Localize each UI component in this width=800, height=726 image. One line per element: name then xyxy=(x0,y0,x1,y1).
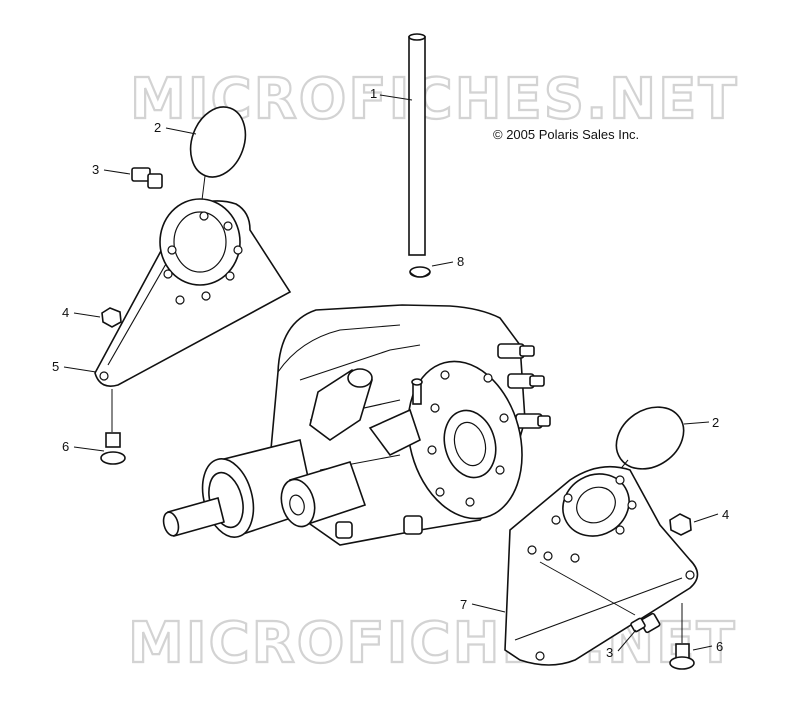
callout-2-right: 2 xyxy=(712,415,719,430)
callout-4-right: 4 xyxy=(722,507,729,522)
callout-1: 1 xyxy=(370,86,377,101)
bolt-part-6-right xyxy=(669,643,695,670)
callout-2-top: 2 xyxy=(154,120,161,135)
copyright-notice: © 2005 Polaris Sales Inc. xyxy=(493,127,640,142)
callout-3-bottom: 3 xyxy=(606,645,613,660)
clamp-part-8 xyxy=(409,266,431,278)
bracket-part-5 xyxy=(94,198,292,387)
bolt-part-3-top xyxy=(131,167,163,189)
nut-part-4-right xyxy=(669,513,692,536)
gearcase-assembly xyxy=(162,304,551,546)
bolt-part-6-left xyxy=(100,432,126,465)
callout-5: 5 xyxy=(52,359,59,374)
bracket-part-7 xyxy=(504,465,699,666)
callout-3-top: 3 xyxy=(92,162,99,177)
callout-8: 8 xyxy=(457,254,464,269)
bolt-part-3-bottom xyxy=(630,612,661,634)
nut-part-4-left xyxy=(101,307,122,328)
callout-4-left: 4 xyxy=(62,305,69,320)
callout-6-right: 6 xyxy=(716,639,723,654)
cover-plate-part-2-right xyxy=(615,406,685,470)
callout-7: 7 xyxy=(460,597,467,612)
tube-part-1 xyxy=(408,33,426,256)
callout-6-left: 6 xyxy=(62,439,69,454)
